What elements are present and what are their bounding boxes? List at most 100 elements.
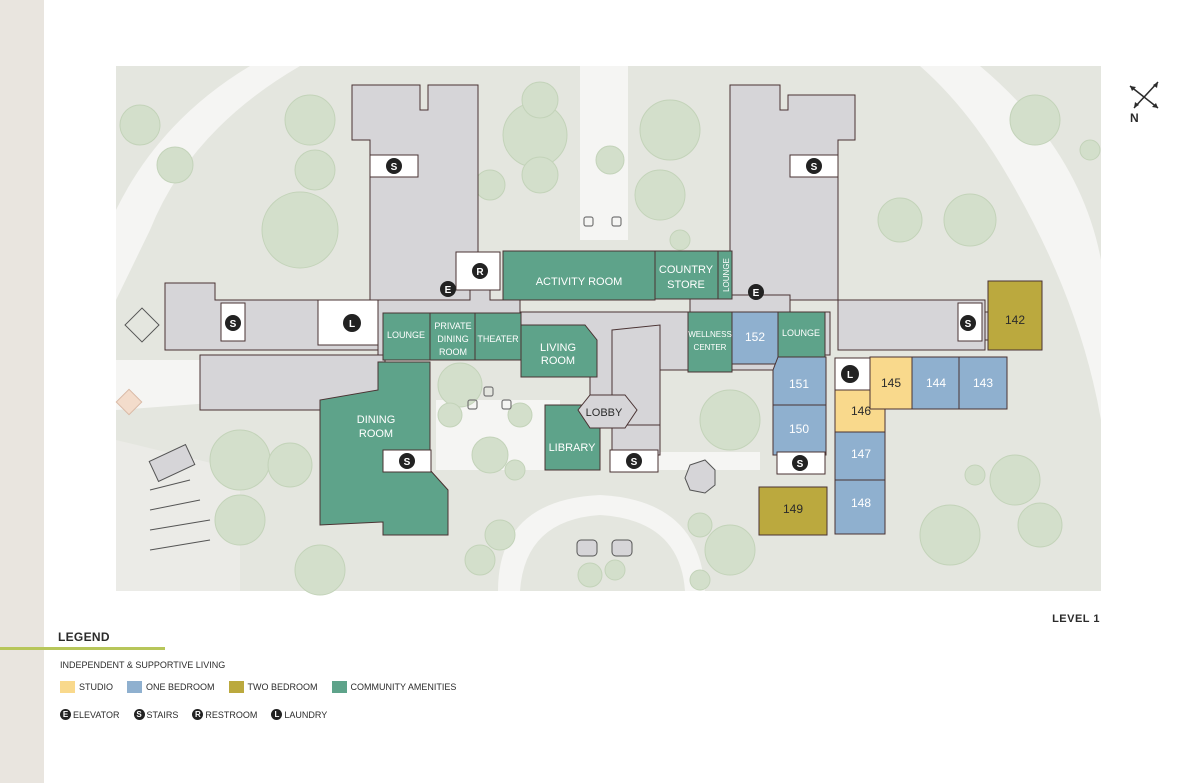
legend-label-two-bedroom: TWO BEDROOM bbox=[247, 682, 318, 692]
driveway-east bbox=[920, 66, 1101, 420]
entry-island bbox=[520, 515, 685, 591]
lounge-east bbox=[777, 311, 826, 358]
label-lounge-east: LOUNGE bbox=[782, 328, 820, 338]
legend-item-laundry: L LAUNDRY bbox=[271, 709, 327, 720]
legend-item-elevator: E ELEVATOR bbox=[60, 709, 120, 720]
lounge-north bbox=[717, 250, 733, 300]
label-activity-room: ACTIVITY ROOM bbox=[536, 276, 623, 288]
legend-title: LEGEND bbox=[58, 630, 110, 644]
legend-divider bbox=[0, 647, 165, 650]
legend-item-studio: STUDIO bbox=[60, 681, 113, 693]
one-bedroom-swatch bbox=[127, 681, 143, 693]
svg-text:S: S bbox=[404, 457, 411, 468]
svg-text:E: E bbox=[445, 285, 452, 296]
unit-149 bbox=[758, 486, 828, 536]
compass-arrows-icon: N bbox=[1129, 81, 1159, 125]
private-dining-room bbox=[429, 312, 476, 361]
label-unit-143: 143 bbox=[973, 376, 993, 390]
label-private-dining-3: ROOM bbox=[439, 347, 467, 357]
label-unit-150: 150 bbox=[789, 422, 809, 436]
community-amenities-swatch bbox=[331, 681, 347, 693]
room-labels: ACTIVITY ROOM COUNTRY STORE LOUNGE LOUNG… bbox=[357, 258, 820, 454]
living-room bbox=[520, 324, 598, 378]
parking-area bbox=[116, 440, 240, 591]
label-unit-144: 144 bbox=[926, 376, 946, 390]
laundry-icon: L bbox=[841, 365, 859, 383]
label-unit-152: 152 bbox=[745, 330, 765, 344]
country-store bbox=[654, 250, 719, 300]
unit-142 bbox=[987, 280, 1043, 351]
laundry-icon: L bbox=[271, 709, 283, 720]
legend-label-one-bedroom: ONE BEDROOM bbox=[146, 682, 215, 692]
lobby-area bbox=[577, 394, 638, 429]
stairs-icon: S bbox=[960, 315, 976, 331]
label-dining-room-2: ROOM bbox=[359, 428, 393, 440]
svg-text:S: S bbox=[797, 459, 804, 470]
legend-label-community-amenities: COMMUNITY AMENITIES bbox=[350, 682, 457, 692]
legend-item-stairs: S STAIRS bbox=[133, 709, 179, 720]
elevator-icon: E bbox=[60, 709, 71, 720]
label-theater: THEATER bbox=[477, 334, 519, 344]
svg-text:S: S bbox=[965, 319, 972, 330]
label-country-store-2: STORE bbox=[667, 279, 705, 291]
studio-swatch bbox=[60, 681, 75, 693]
stairs-icon: S bbox=[133, 709, 145, 720]
unit-143 bbox=[958, 356, 1008, 410]
label-wellness-2: CENTER bbox=[694, 343, 727, 352]
svg-text:S: S bbox=[811, 162, 818, 173]
elevator-icon: E bbox=[440, 281, 456, 297]
svg-text:L: L bbox=[349, 319, 355, 330]
compass-rose: N bbox=[1122, 78, 1166, 126]
label-unit-146: 146 bbox=[851, 404, 871, 418]
legend-item-two-bedroom: TWO BEDROOM bbox=[228, 681, 318, 693]
label-living-room-2: ROOM bbox=[541, 355, 575, 367]
label-unit-145: 145 bbox=[881, 376, 901, 390]
label-dining-room-1: DINING bbox=[357, 414, 396, 426]
unit-152 bbox=[731, 311, 779, 365]
legend-label-studio: STUDIO bbox=[79, 682, 114, 692]
unit-145 bbox=[869, 356, 913, 410]
svg-text:R: R bbox=[476, 267, 484, 278]
compass-north-label: N bbox=[1130, 111, 1139, 125]
legend-item-restroom: R RESTROOM bbox=[192, 709, 257, 720]
svg-text:S: S bbox=[230, 319, 237, 330]
stairs-icon: S bbox=[792, 455, 808, 471]
label-unit-148: 148 bbox=[851, 496, 871, 510]
unit-144 bbox=[911, 356, 960, 410]
laundry-icon: L bbox=[343, 314, 361, 332]
label-unit-147: 147 bbox=[851, 447, 871, 461]
driveway-west bbox=[116, 66, 300, 300]
unit-numbers: 152 151 150 149 147 148 146 145 144 143 … bbox=[745, 313, 1025, 516]
lounge-west bbox=[382, 312, 431, 361]
label-private-dining-2: DINING bbox=[437, 334, 469, 344]
svg-text:S: S bbox=[631, 457, 638, 468]
wellness-center bbox=[687, 311, 733, 373]
residential-units bbox=[731, 280, 1043, 536]
legend-subtitle: INDEPENDENT & SUPPORTIVE LIVING bbox=[60, 660, 226, 670]
unit-150 bbox=[772, 404, 827, 456]
label-lobby: LOBBY bbox=[586, 407, 623, 419]
side-band bbox=[0, 0, 44, 783]
label-wellness-1: WELLNESS bbox=[688, 330, 732, 339]
legend-item-community-amenities: COMMUNITY AMENITIES bbox=[331, 681, 457, 693]
legend-unit-types: STUDIO ONE BEDROOM TWO BEDROOM COMMUNITY… bbox=[60, 681, 470, 693]
label-library: LIBRARY bbox=[549, 442, 597, 454]
unit-148 bbox=[834, 479, 886, 535]
legend-label-stairs: STAIRS bbox=[146, 709, 179, 720]
svg-text:S: S bbox=[391, 162, 398, 173]
label-private-dining-1: PRIVATE bbox=[434, 321, 471, 331]
svg-text:L: L bbox=[847, 370, 853, 381]
stairs-icon: S bbox=[626, 453, 642, 469]
planter-icons bbox=[467, 216, 622, 410]
activity-room bbox=[502, 250, 656, 301]
stairs-icon: S bbox=[399, 453, 415, 469]
level-label: LEVEL 1 bbox=[1052, 613, 1100, 625]
dining-room bbox=[319, 361, 449, 536]
site-features bbox=[115, 307, 716, 557]
label-lounge-vertical: LOUNGE bbox=[722, 258, 731, 292]
legend-label-restroom: RESTROOM bbox=[205, 709, 258, 720]
trees bbox=[119, 81, 1101, 596]
restroom-icon: R bbox=[192, 709, 204, 720]
label-unit-149: 149 bbox=[783, 502, 803, 516]
